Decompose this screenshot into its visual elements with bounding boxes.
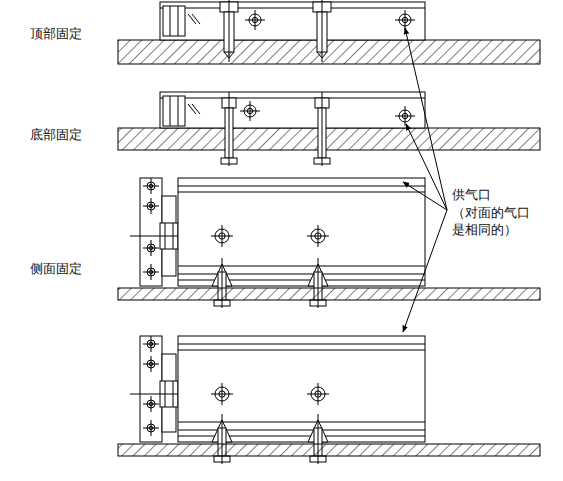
leader-line (403, 182, 447, 210)
mounting-label: 侧面固定 (30, 260, 82, 278)
mounting-label: 顶部固定 (30, 25, 82, 43)
leader-lines (403, 28, 447, 332)
port-callout: 供气口 （对面的气口 是相同的） (452, 186, 552, 239)
leader-line (405, 28, 447, 210)
leader-line (403, 210, 447, 332)
mounting-label: 底部固定 (30, 126, 82, 144)
